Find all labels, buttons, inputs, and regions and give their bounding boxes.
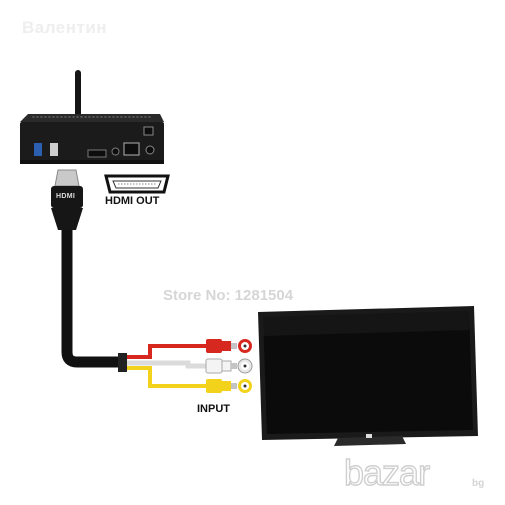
hdmi-out-label: HDMI OUT [105, 195, 160, 207]
hdmi-plug [51, 169, 83, 230]
usb-port-icon [50, 143, 58, 156]
tv-screen-glare [263, 311, 469, 336]
media-box-base [20, 160, 164, 164]
rca-cable-yellow [127, 366, 212, 388]
store-watermark: Store No: 1281504 [163, 287, 294, 304]
power-switch [143, 126, 154, 136]
television [258, 306, 478, 446]
rca-plug-white [205, 358, 237, 374]
wifi-antenna-icon [75, 70, 81, 128]
media-box-vents [32, 116, 152, 121]
ethernet-port-icon [123, 142, 140, 156]
rca-plug-yellow [206, 379, 237, 393]
tv-input-jack-white [237, 358, 253, 374]
dc-jack [145, 145, 155, 155]
marketplace-logo-word: bazar [343, 451, 430, 493]
hdmi-port [87, 149, 107, 158]
hdmi-plug-brand: HDMI [56, 193, 76, 200]
hdmi-out-socket [104, 174, 170, 194]
tv-stand [334, 436, 406, 446]
media-box [20, 70, 164, 164]
input-label: INPUT [197, 403, 230, 415]
tv-logo-mark [366, 434, 372, 438]
av-port [111, 147, 120, 156]
usb-port-icon [34, 143, 42, 156]
tv-input-jack-red [238, 339, 252, 353]
tv-screen [263, 311, 473, 434]
rca-cable-white-outline [127, 360, 212, 369]
rca-plug-red [206, 339, 237, 353]
marketplace-logo-tld: bg [472, 478, 485, 489]
hdmi-cable [61, 228, 122, 368]
rca-cable-red [127, 344, 212, 359]
cable-splitter [118, 353, 127, 372]
tv-input-jack-yellow [238, 379, 252, 393]
rca-cable-white [127, 361, 212, 368]
seller-watermark: Валентин [22, 18, 108, 37]
